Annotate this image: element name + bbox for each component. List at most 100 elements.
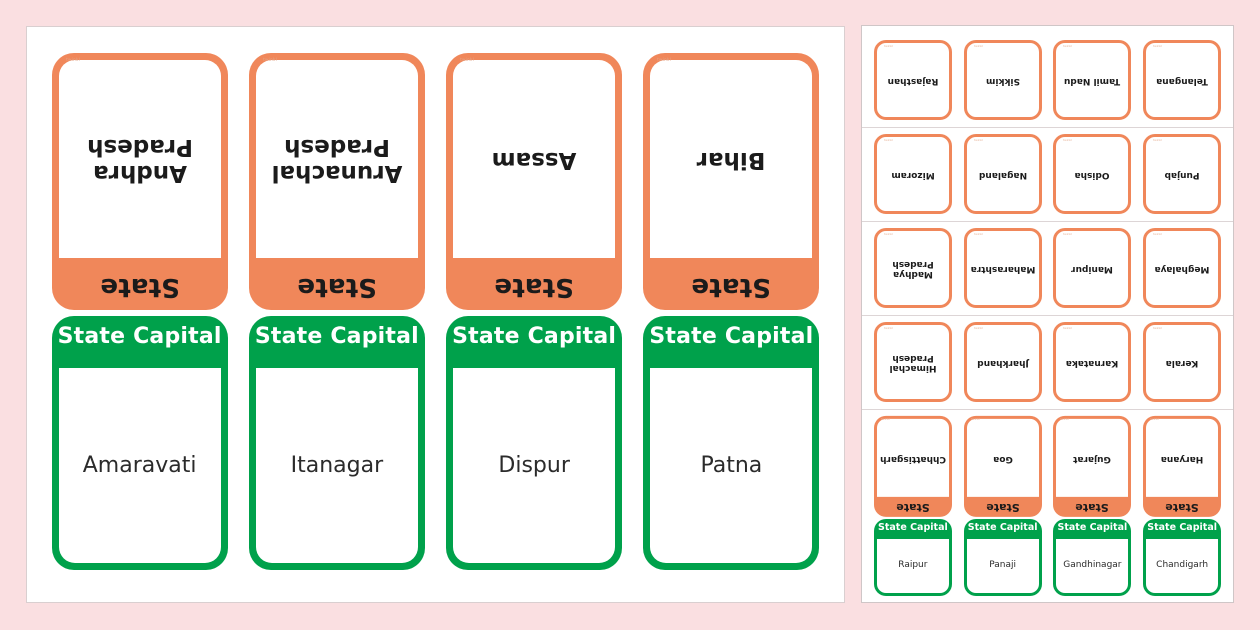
mini-state-name: Himachal Pradesh	[889, 353, 937, 373]
watermark: twinkl	[1153, 138, 1163, 142]
watermark: twinkl	[973, 326, 983, 330]
mini-capital-name: Gandhinagar	[1063, 559, 1122, 570]
state-card[interactable]: State Assam twinkl	[446, 53, 623, 310]
watermark: twinkl	[1063, 232, 1073, 236]
mini-card-pair: Meghalaya twinkl	[1143, 228, 1222, 315]
state-name: Assam	[491, 146, 577, 173]
watermark: twinkl	[1153, 44, 1163, 48]
mini-capital-card-heading: State Capital	[1147, 521, 1217, 533]
mini-state-card[interactable]: Odisha twinkl	[1053, 134, 1132, 214]
mini-state-name: Odisha	[1074, 169, 1110, 180]
mini-state-name: Rajasthan	[887, 75, 939, 86]
mini-state-name: Manipur	[1071, 263, 1114, 274]
state-name: Andhra Pradesh	[86, 134, 193, 186]
state-card-heading: State	[494, 272, 575, 302]
capital-card-heading: State Capital	[452, 324, 617, 349]
mini-state-name: Nagaland	[978, 169, 1027, 180]
mini-state-card-heading: State	[896, 500, 930, 514]
watermark: twinkl	[1153, 232, 1163, 236]
watermark: twinkl	[970, 417, 980, 421]
mini-state-name: Gujarat	[1073, 453, 1112, 464]
mini-capital-card-heading: State Capital	[878, 521, 948, 533]
watermark: twinkl	[880, 417, 890, 421]
capital-name: Itanagar	[290, 452, 384, 478]
card-inner-surface	[453, 368, 616, 563]
watermark: twinkl	[973, 232, 983, 236]
state-card-heading: State	[99, 272, 180, 302]
card-inner-surface	[650, 368, 813, 563]
watermark: twinkl	[1063, 138, 1073, 142]
card-inner-surface	[966, 538, 1039, 593]
watermark: twinkl	[883, 232, 893, 236]
watermark: twinkl	[883, 44, 893, 48]
mini-capital-name: Raipur	[898, 559, 928, 570]
watermark: twinkl	[1150, 417, 1160, 421]
card-inner-surface	[876, 538, 949, 593]
mini-state-card-heading: State	[1165, 500, 1199, 514]
watermark: twinkl	[1063, 44, 1073, 48]
card-inner-surface	[255, 368, 418, 563]
capital-card-heading: State Capital	[57, 324, 222, 349]
watermark: twinkl	[262, 57, 277, 62]
mini-state-card[interactable]: Meghalaya twinkl	[1143, 228, 1222, 308]
mini-state-name: Kerala	[1165, 357, 1199, 368]
watermark: twinkl	[460, 57, 474, 62]
mini-card-pair: Rajasthan twinkl	[873, 40, 952, 127]
mini-state-card[interactable]: Rajasthan twinkl	[873, 40, 952, 120]
mini-state-name: Meghalaya	[1154, 263, 1210, 274]
state-card-heading: State	[691, 272, 772, 302]
mini-state-name: Goa	[992, 453, 1013, 464]
mini-state-card[interactable]: Manipur twinkl	[1053, 228, 1132, 308]
mini-capital-card-heading: State Capital	[967, 521, 1038, 533]
capital-card-heading: State Capital	[254, 324, 419, 349]
watermark: twinkl	[1060, 417, 1070, 421]
state-card-heading: State	[297, 272, 377, 302]
watermark: twinkl	[657, 57, 672, 62]
